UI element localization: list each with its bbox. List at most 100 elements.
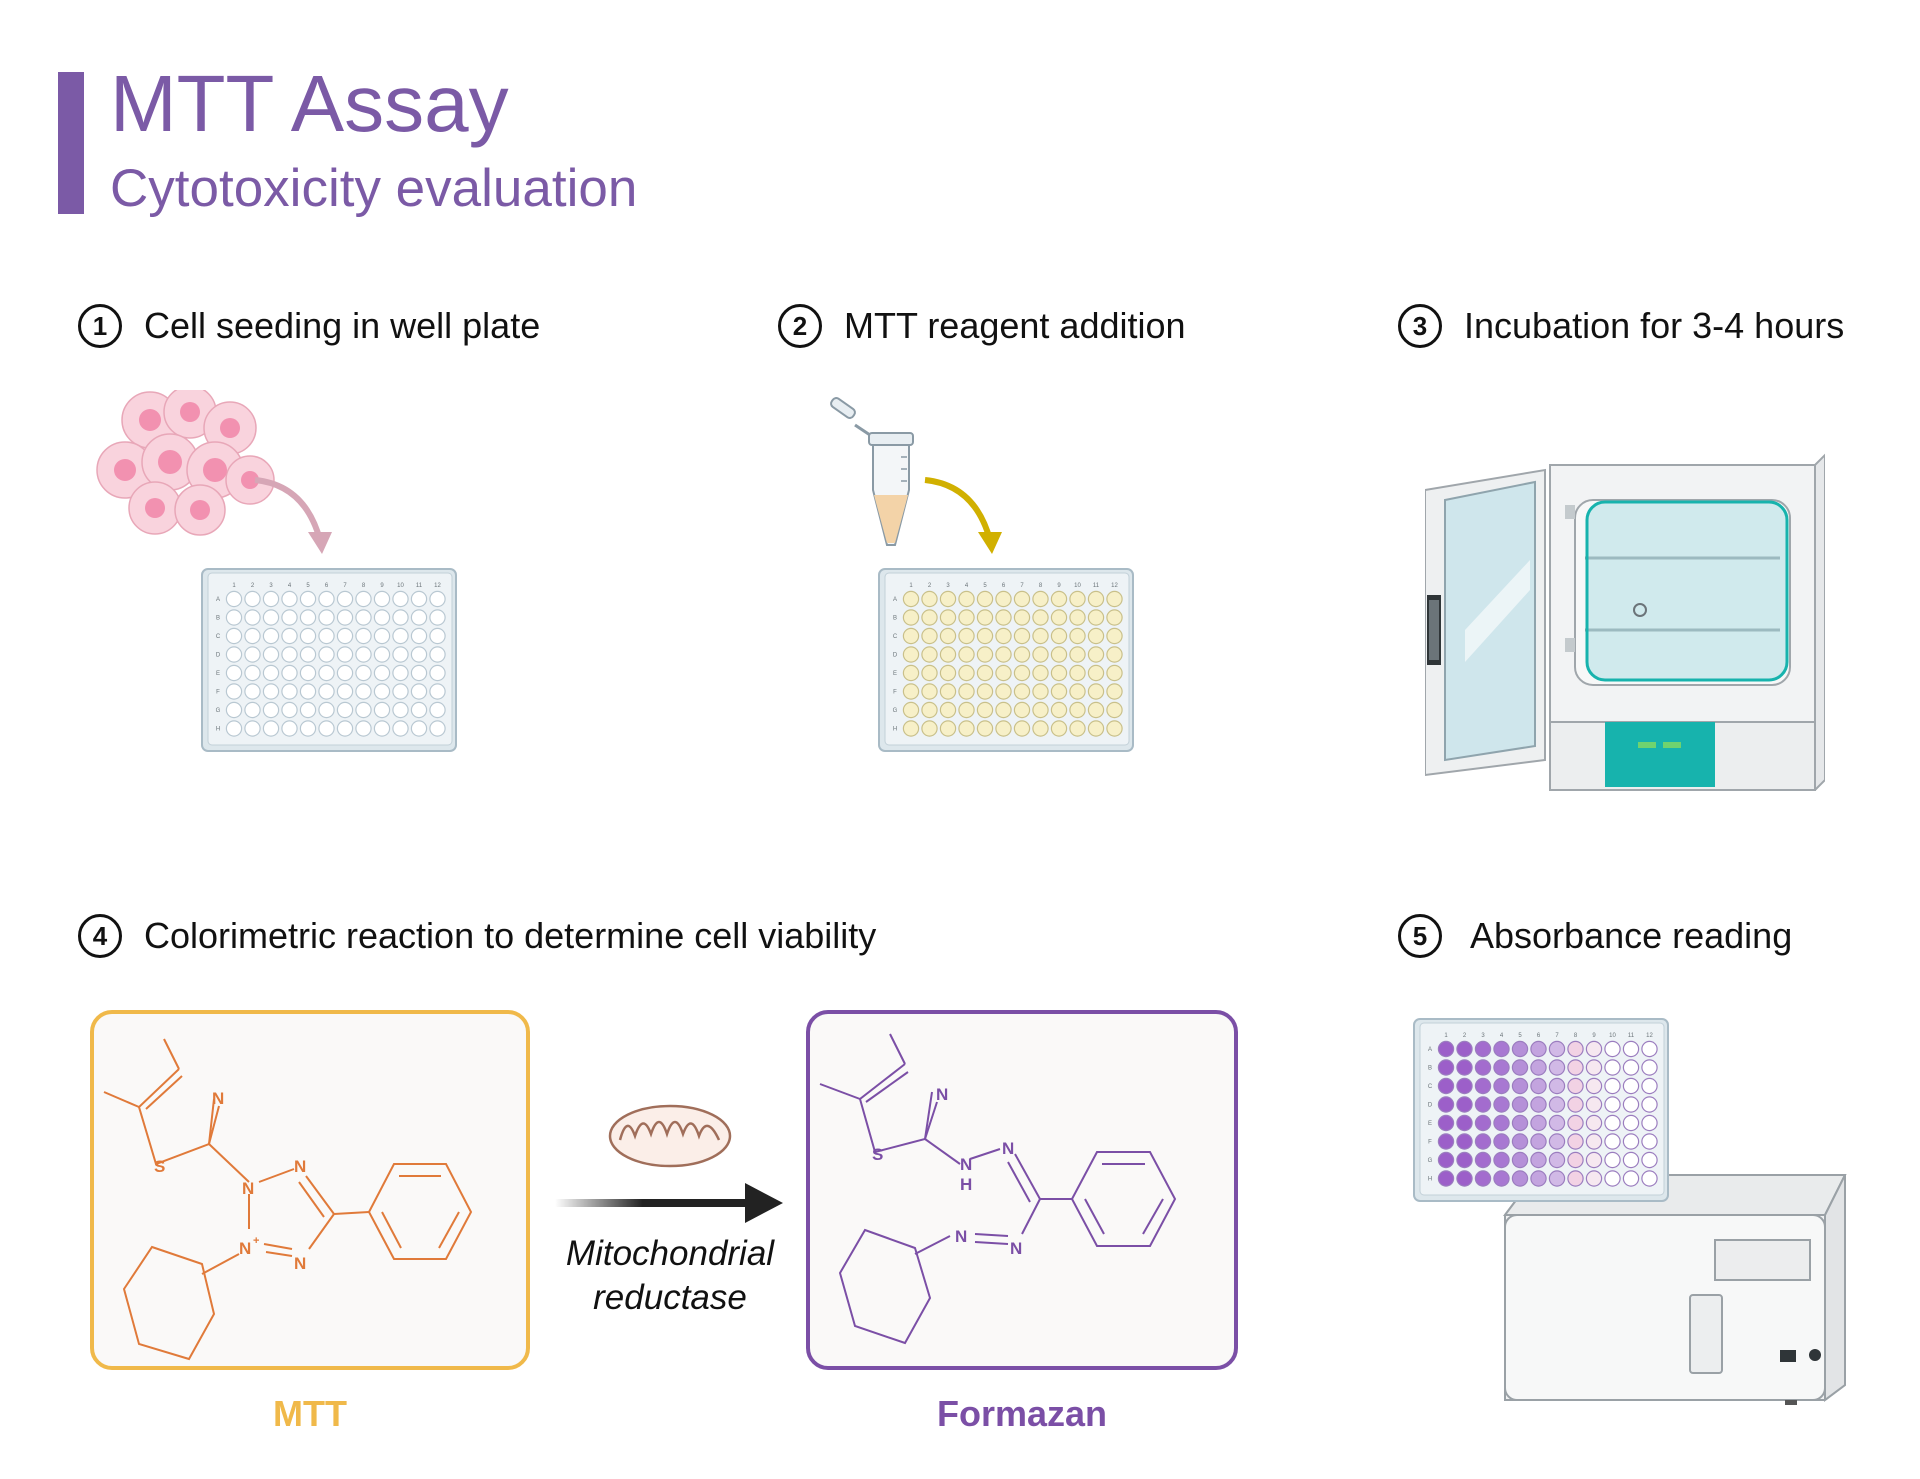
plate-well xyxy=(299,609,317,626)
formazan-structure-box: N S N H N N N xyxy=(806,1010,1238,1370)
plate-column-label: 2 xyxy=(1463,1033,1467,1039)
plate-row-label: D xyxy=(893,653,898,659)
plate-well xyxy=(1456,1133,1473,1150)
plate-well xyxy=(958,627,975,645)
plate-well xyxy=(429,609,446,626)
plate-well xyxy=(976,720,994,737)
plate-well xyxy=(299,646,317,663)
plate-column-label: 5 xyxy=(306,583,310,589)
plate-well xyxy=(410,646,428,663)
plate-well xyxy=(1087,683,1105,700)
plate-row-label: B xyxy=(1428,1066,1432,1072)
plate-well xyxy=(958,590,975,608)
plate-well xyxy=(318,646,335,663)
plate-well xyxy=(1106,701,1123,719)
transfer-arrow-icon xyxy=(254,477,332,554)
plate-well xyxy=(355,701,372,719)
plate-row-label: B xyxy=(893,616,897,622)
plate-well xyxy=(1622,1151,1640,1169)
plate-well xyxy=(1069,683,1086,700)
plate-well xyxy=(1511,1096,1529,1113)
plate-well xyxy=(336,646,354,663)
plate-well xyxy=(1622,1170,1640,1187)
plate-well xyxy=(225,683,243,700)
plate-well xyxy=(318,683,335,700)
plate-well xyxy=(1548,1170,1566,1187)
plate-well xyxy=(392,627,409,645)
plate-well xyxy=(995,701,1012,719)
plate-well xyxy=(1437,1059,1455,1076)
atom-label: N xyxy=(242,1179,254,1198)
plate-well xyxy=(392,609,409,626)
plate-well xyxy=(1641,1040,1658,1058)
plate-well xyxy=(262,701,280,719)
plate-well xyxy=(1013,627,1031,645)
plate-well xyxy=(976,664,994,682)
plate-column-label: 8 xyxy=(1574,1033,1578,1039)
plate-well xyxy=(921,720,938,737)
plate-well xyxy=(429,590,446,608)
atom-label: S xyxy=(872,1145,883,1164)
plate-well xyxy=(1622,1077,1640,1095)
plate-well xyxy=(921,627,938,645)
plate-well xyxy=(939,627,957,645)
plate-well xyxy=(1050,627,1068,645)
plate-well xyxy=(1087,627,1105,645)
enzyme-label-line: Mitochondrial xyxy=(565,1234,775,1273)
plate-well xyxy=(1548,1059,1566,1076)
plate-well xyxy=(299,664,317,682)
plate-well xyxy=(1604,1114,1621,1132)
plate-column-label: 4 xyxy=(1500,1033,1504,1039)
plate-well xyxy=(1530,1059,1547,1076)
plate-well xyxy=(995,664,1012,682)
plate-well xyxy=(1585,1059,1603,1076)
plate-well xyxy=(318,664,335,682)
plate-well xyxy=(244,590,261,608)
plate-well xyxy=(244,664,261,682)
plate-well xyxy=(939,609,957,626)
plate-well xyxy=(244,609,261,626)
step-number-badge: 4 xyxy=(78,914,122,958)
plate-well xyxy=(1493,1077,1510,1095)
plate-well xyxy=(1511,1040,1529,1058)
plate-well xyxy=(244,701,261,719)
plate-well xyxy=(336,627,354,645)
plate-well xyxy=(1069,664,1086,682)
plate-column-label: 11 xyxy=(416,583,423,589)
plate-well xyxy=(1585,1151,1603,1169)
plate-well xyxy=(958,609,975,626)
plate-well xyxy=(1032,646,1049,663)
plate-well xyxy=(281,627,298,645)
plate-well xyxy=(1641,1059,1658,1076)
plate-well xyxy=(262,590,280,608)
plate-well xyxy=(1106,590,1123,608)
plate-well xyxy=(1567,1170,1584,1187)
plate-well xyxy=(1087,664,1105,682)
step-number-badge: 5 xyxy=(1398,914,1442,958)
plate-well xyxy=(976,646,994,663)
plate-row-label: H xyxy=(216,727,220,733)
plate-well xyxy=(1530,1096,1547,1113)
plate-well xyxy=(902,590,920,608)
plate-well xyxy=(262,720,280,737)
plate-well xyxy=(225,609,243,626)
plate-well xyxy=(976,627,994,645)
plate-well xyxy=(1511,1133,1529,1150)
step-2-heading: 2 MTT reagent addition xyxy=(778,304,1186,348)
plate-well xyxy=(1106,627,1123,645)
plate-well xyxy=(1567,1077,1584,1095)
plate-well xyxy=(1530,1133,1547,1150)
plate-column-label: 3 xyxy=(946,583,950,589)
plate-well xyxy=(921,590,938,608)
plate-well xyxy=(921,701,938,719)
plate-well xyxy=(392,590,409,608)
plate-well xyxy=(1474,1114,1492,1132)
plate-well xyxy=(958,646,975,663)
plate-well xyxy=(976,683,994,700)
atom-label: N xyxy=(239,1239,251,1258)
plate-well xyxy=(355,683,372,700)
plate-well xyxy=(336,683,354,700)
plate-well xyxy=(1106,646,1123,663)
plate-well xyxy=(1567,1059,1584,1076)
plate-well xyxy=(1493,1151,1510,1169)
